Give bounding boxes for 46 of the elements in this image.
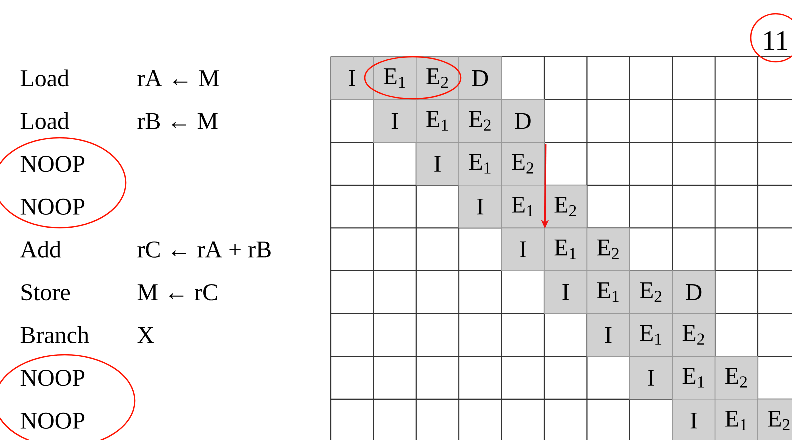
instruction-text: M ← rC [138,284,218,301]
stage-cell: E$_{2}$ [501,142,545,186]
stage-cell: I [373,99,417,143]
page-number: 11 [764,32,788,50]
instruction-text: Store [22,284,70,301]
stage-cell: I [330,56,374,100]
stage-cell: E$_{2}$ [630,270,673,314]
instruction-text: Add [20,240,62,258]
stage-cell: D [458,56,502,100]
stage-cell: D [672,270,716,314]
stage-cell: E$_{1}$ [714,399,758,440]
stage-cell: I [544,270,588,314]
instruction-text: NOOP [20,156,85,172]
instruction-text: Load [20,70,70,87]
instruction-text: NOOP [20,370,85,386]
instruction-text: NOOP [20,412,85,430]
instruction-text: rA ← M [138,70,220,86]
stage-cell: E$_{1}$ [586,270,630,314]
stage-cell: E$_{2}$ [544,185,588,229]
stage-cell: E$_{1}$ [458,142,502,186]
stage-cell: I [630,356,673,400]
stage-cell: E$_{2}$ [586,228,630,272]
stage-cell: E$_{1}$ [373,56,417,100]
stage-cell: I [672,399,716,440]
stage-cell: E$_{1}$ [630,313,673,357]
instruction-text: X [138,327,154,344]
instruction-text: NOOP [20,198,85,216]
stage-cell: I [586,313,630,357]
stage-cell: E$_{1}$ [544,228,588,272]
instruction-text: Branch [20,326,90,344]
instruction-text: rB ← M [138,113,218,130]
stage-cell: E$_{2}$ [458,99,502,143]
stage-cell: E$_{1}$ [501,185,545,229]
stage-cell: I [501,228,545,272]
stage-cell: E$_{2}$ [714,356,758,400]
stage-cell: E$_{2}$ [672,313,716,357]
stage-cell: D [501,99,545,143]
instruction-text: rC ← rA + rB [138,242,271,258]
instruction-text: Load [20,112,70,130]
stage-cell: I [458,185,502,229]
stage-cell: E$_{2}$ [416,56,460,100]
node-label: I [690,412,698,429]
stage-cell: I [416,142,460,186]
stage-cell: E$_{1}$ [672,356,716,400]
stage-cell: E$_{2}$ [758,399,792,440]
stage-cell: E$_{1}$ [416,99,460,143]
